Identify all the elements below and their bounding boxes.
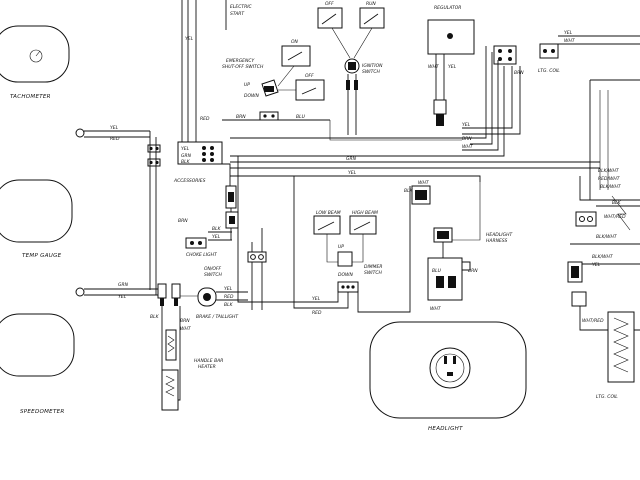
svg-text:YEL: YEL bbox=[564, 30, 573, 36]
temp-gauge: TEMP GAUGE bbox=[0, 179, 73, 259]
svg-text:YEL: YEL bbox=[592, 262, 601, 268]
svg-text:WHT: WHT bbox=[180, 326, 192, 332]
svg-text:YEL: YEL bbox=[185, 36, 194, 42]
svg-text:RED/WHT: RED/WHT bbox=[598, 176, 621, 182]
svg-text:OFF: OFF bbox=[305, 73, 314, 79]
switch-connector bbox=[259, 111, 279, 121]
svg-text:BLU: BLU bbox=[296, 114, 306, 120]
svg-text:WHT: WHT bbox=[564, 38, 576, 44]
svg-text:RED: RED bbox=[200, 116, 210, 122]
right-connectors: BRN YEL WHT LTG. COIL bbox=[493, 30, 640, 201]
svg-text:OFF: OFF bbox=[325, 1, 334, 7]
regulator: REGULATOR WHT YEL bbox=[427, 5, 475, 126]
svg-text:BLK: BLK bbox=[150, 314, 160, 320]
svg-text:REGULATOR: REGULATOR bbox=[434, 5, 461, 11]
svg-text:CHOKE LIGHT: CHOKE LIGHT bbox=[186, 252, 218, 258]
speedometer-label: SPEEDOMETER bbox=[20, 409, 65, 415]
svg-text:LTG. COIL: LTG. COIL bbox=[596, 394, 618, 400]
svg-text:WHT: WHT bbox=[462, 144, 474, 150]
svg-text:BLK: BLK bbox=[404, 188, 414, 194]
svg-text:BLK/WHT: BLK/WHT bbox=[598, 168, 620, 174]
temp-gauge-label: TEMP GAUGE bbox=[22, 253, 62, 259]
svg-text:ACCESSORIES: ACCESSORIES bbox=[173, 178, 206, 184]
svg-text:GRN: GRN bbox=[346, 156, 357, 162]
svg-text:GRN: GRN bbox=[181, 153, 192, 159]
svg-text:BRAKE / TAILLIGHT: BRAKE / TAILLIGHT bbox=[196, 314, 239, 320]
svg-text:HEADLIGHT: HEADLIGHT bbox=[428, 426, 463, 432]
svg-text:BLK: BLK bbox=[212, 226, 222, 232]
svg-text:WHT/RED: WHT/RED bbox=[604, 214, 626, 220]
svg-text:BRN: BRN bbox=[236, 114, 246, 120]
svg-text:YEL: YEL bbox=[110, 125, 119, 131]
svg-text:LTG. COIL: LTG. COIL bbox=[538, 68, 560, 74]
svg-text:WHT: WHT bbox=[428, 64, 440, 70]
svg-text:BLK/WHT: BLK/WHT bbox=[600, 184, 622, 190]
svg-text:LOW BEAM: LOW BEAM bbox=[316, 210, 341, 216]
temp-leads: GRN YEL bbox=[75, 282, 158, 300]
svg-text:RED: RED bbox=[224, 294, 234, 300]
accessories: ACCESSORIES bbox=[173, 178, 237, 240]
tachometer-label: TACHOMETER bbox=[10, 94, 51, 100]
svg-text:YEL: YEL bbox=[312, 296, 321, 302]
svg-text:DOWN: DOWN bbox=[338, 272, 353, 278]
svg-text:WHT/RED: WHT/RED bbox=[582, 318, 604, 324]
svg-text:DOWN: DOWN bbox=[244, 93, 259, 99]
svg-text:BLK/WHT: BLK/WHT bbox=[592, 254, 614, 260]
svg-text:BRN: BRN bbox=[462, 136, 472, 142]
svg-text:HIGH BEAM: HIGH BEAM bbox=[352, 210, 378, 216]
choke-light: BLK YEL CHOKE LIGHT BRN bbox=[178, 211, 239, 258]
svg-text:YEL: YEL bbox=[181, 146, 190, 152]
svg-text:YEL: YEL bbox=[118, 294, 127, 300]
svg-text:BRN: BRN bbox=[180, 318, 190, 324]
svg-text:BLU: BLU bbox=[432, 268, 442, 274]
junction-block: YEL GRN BLK bbox=[177, 141, 223, 165]
svg-text:YEL: YEL bbox=[212, 234, 221, 240]
tachometer: TACHOMETER bbox=[0, 25, 70, 100]
svg-text:BLK: BLK bbox=[181, 159, 191, 165]
svg-text:BLK: BLK bbox=[612, 200, 622, 206]
svg-text:GRN: GRN bbox=[118, 282, 129, 288]
brake-taillight: YEL RED BLK BRAKE / TAILLIGHT bbox=[196, 286, 248, 320]
headlight: HEADLIGHT bbox=[369, 321, 527, 432]
svg-text:YEL: YEL bbox=[462, 122, 471, 128]
svg-text:ON: ON bbox=[291, 39, 299, 45]
svg-text:UP: UP bbox=[338, 244, 344, 250]
svg-text:YEL: YEL bbox=[224, 286, 233, 292]
svg-text:WHT: WHT bbox=[430, 306, 442, 312]
svg-text:RED: RED bbox=[110, 136, 120, 142]
svg-text:RED: RED bbox=[312, 310, 322, 316]
main-harness: YEL BRN WHT GRN YEL bbox=[222, 46, 600, 200]
svg-text:BLK: BLK bbox=[224, 302, 234, 308]
tach-leads: YEL RED bbox=[75, 125, 161, 167]
svg-text:YEL: YEL bbox=[348, 170, 357, 176]
svg-text:BRN: BRN bbox=[178, 218, 188, 224]
right-harness: BLK/WHT RED/WHT BLK/WHT BLK WHT/RED BLK/… bbox=[567, 168, 640, 400]
speedometer: SPEEDOMETER bbox=[0, 313, 75, 415]
svg-text:BRN: BRN bbox=[514, 70, 524, 76]
svg-text:WHT: WHT bbox=[418, 180, 430, 186]
svg-text:RUN: RUN bbox=[366, 1, 376, 7]
svg-text:YEL: YEL bbox=[448, 64, 457, 70]
svg-text:BRN: BRN bbox=[468, 268, 478, 274]
svg-text:BLK/WHT: BLK/WHT bbox=[596, 234, 618, 240]
svg-text:UP: UP bbox=[244, 82, 250, 88]
